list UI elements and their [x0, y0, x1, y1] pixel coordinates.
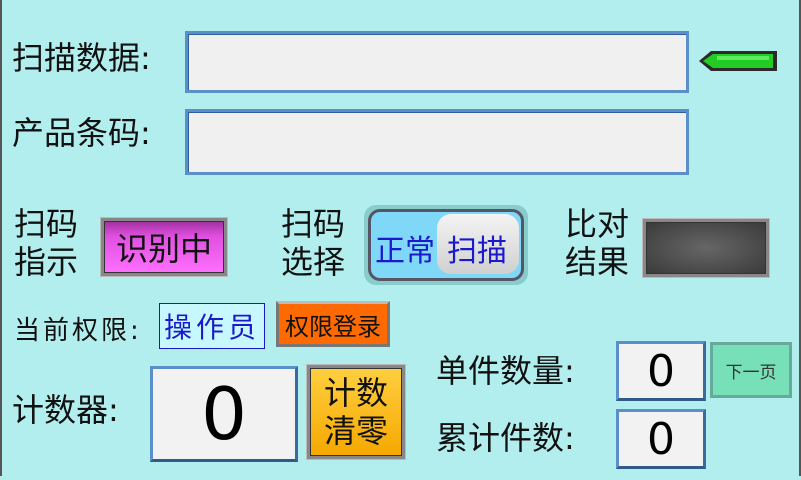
counter-value: 0 — [150, 366, 298, 462]
counter-label: 计数器: — [12, 391, 119, 429]
scan-select-label-2: 选择 — [281, 243, 346, 281]
unit-qty-value: 0 — [616, 341, 706, 401]
compare-result-indicator — [643, 219, 769, 277]
permission-login-button[interactable]: 权限登录 — [276, 301, 390, 347]
scan-mode-toggle[interactable]: 正常 扫描 — [364, 205, 528, 285]
barcode-field[interactable] — [185, 109, 689, 175]
unit-qty-label: 单件数量: — [436, 352, 575, 390]
barcode-label: 产品条码: — [12, 114, 151, 152]
toggle-left-text: 正常 — [375, 234, 435, 269]
scan-indicator-label-2: 指示 — [14, 243, 79, 281]
compare-label-2: 结果 — [565, 243, 630, 281]
total-qty-label: 累计件数: — [436, 419, 575, 457]
toggle-right-text: 扫描 — [447, 234, 507, 269]
clear-label-1: 计数 — [323, 374, 388, 412]
scan-select-label-1: 扫码 — [281, 205, 346, 243]
compare-label-1: 比对 — [565, 205, 630, 243]
scan-indicator-status: 识别中 — [101, 218, 227, 276]
status-led-icon — [697, 49, 779, 73]
counter-clear-button[interactable]: 计数 清零 — [307, 365, 405, 459]
scan-indicator-label-1: 扫码 — [14, 205, 79, 243]
next-page-button[interactable]: 下一页 — [710, 342, 792, 398]
permission-label: 当前权限: — [14, 316, 142, 346]
scan-data-label: 扫描数据: — [12, 39, 151, 77]
permission-value: 操作员 — [159, 303, 265, 349]
clear-label-2: 清零 — [323, 412, 388, 450]
scan-data-field[interactable] — [185, 31, 689, 93]
toggle-knob — [437, 214, 519, 274]
total-qty-value: 0 — [616, 409, 706, 469]
